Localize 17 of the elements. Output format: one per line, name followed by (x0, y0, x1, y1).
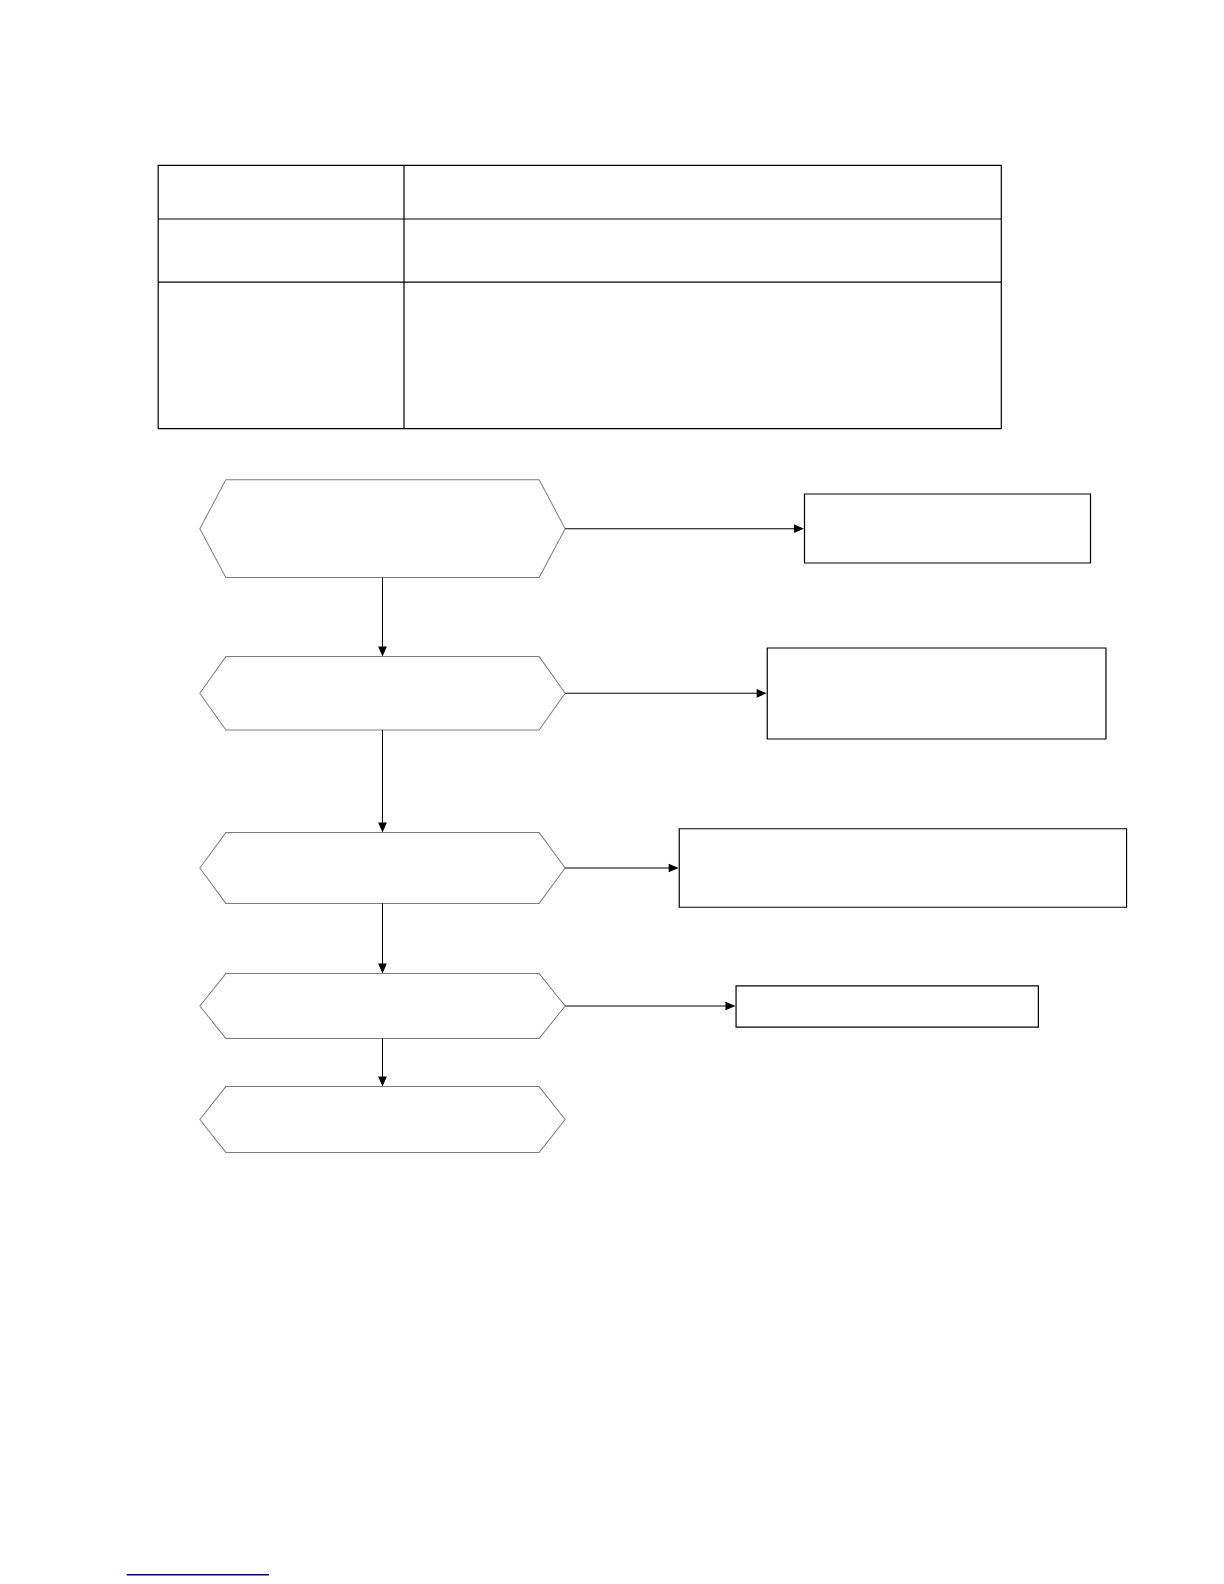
arrow (378, 729, 387, 832)
process-box (766, 647, 1107, 740)
process-box (735, 985, 1039, 1028)
arrow (564, 524, 804, 533)
arrow (564, 689, 766, 698)
arrow (564, 1001, 735, 1011)
arrow (564, 863, 678, 873)
hexagon (199, 832, 566, 904)
hexagon (199, 973, 566, 1039)
arrow (378, 1037, 387, 1086)
process-box (678, 828, 1128, 908)
arrow (378, 902, 387, 973)
arrow (378, 577, 387, 656)
hexagon (199, 656, 566, 731)
process-box (803, 493, 1092, 564)
hexagon (199, 479, 566, 579)
hexagon (199, 1086, 566, 1153)
